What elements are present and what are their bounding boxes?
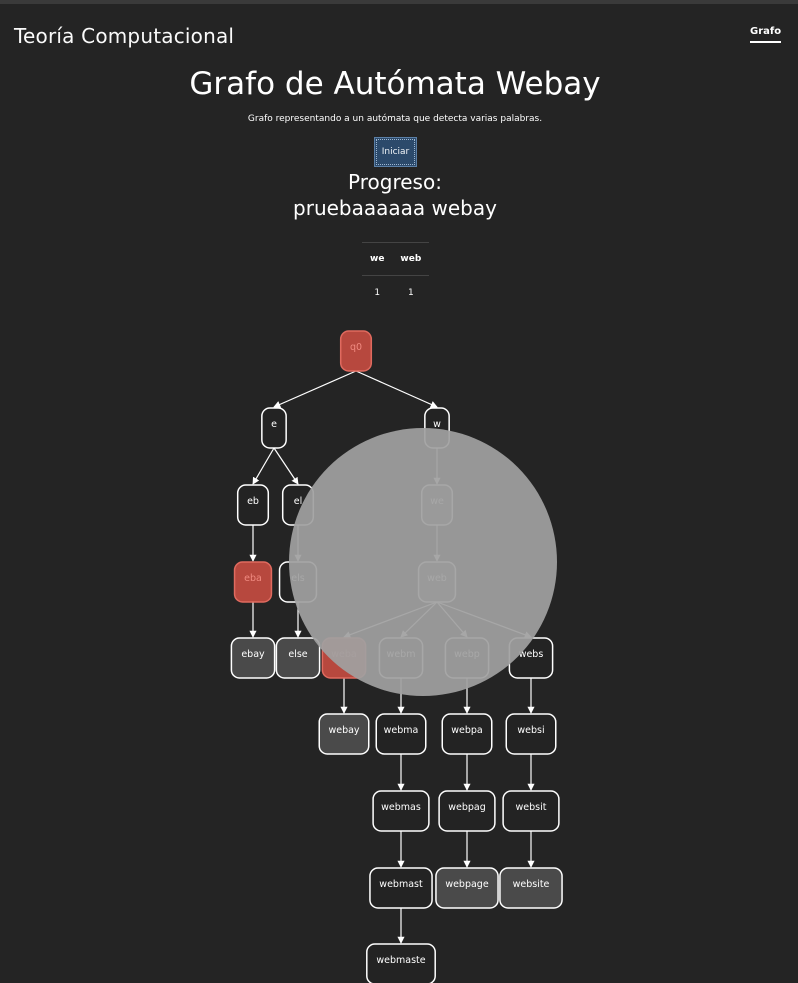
graph-node-e[interactable]: e xyxy=(261,407,287,449)
top-border xyxy=(0,0,798,4)
graph-node-box xyxy=(438,790,496,832)
graph-node-box xyxy=(505,713,557,755)
table-cell-we: 1 xyxy=(374,288,381,298)
graph-node-webpa[interactable]: webpa xyxy=(441,713,493,755)
highlight-overlay xyxy=(289,428,557,696)
graph-node-box xyxy=(502,790,560,832)
graph-node-box xyxy=(435,867,499,909)
graph-node-label: e xyxy=(271,419,277,430)
edge-q0-w xyxy=(355,370,438,408)
graph-node-label: webmast xyxy=(379,879,423,890)
graph-node-label: else xyxy=(288,649,307,660)
graph-node-webay[interactable]: webay xyxy=(318,713,370,755)
page-subtitle: Grafo representando a un autómata que de… xyxy=(247,114,543,124)
table-row: 1 1 xyxy=(362,276,429,311)
graph-node-label: websi xyxy=(517,725,544,736)
graph-node-label: webpag xyxy=(448,802,486,813)
table-cell-web: 1 xyxy=(407,288,414,298)
edge-e-el xyxy=(273,447,299,485)
graph-node-ebay[interactable]: ebay xyxy=(230,637,276,679)
graph-node-label: webmas xyxy=(381,802,421,813)
graph-node-box xyxy=(366,943,436,983)
graph-node-website[interactable]: website xyxy=(499,867,563,909)
graph-node-box xyxy=(339,330,373,372)
graph-node-label: webs xyxy=(519,649,544,660)
graph-node-box xyxy=(372,790,430,832)
graph-node-q0[interactable]: q0 xyxy=(339,330,373,372)
graph-node-label: w xyxy=(433,419,441,430)
graph-node-box xyxy=(233,561,273,603)
graph-node-label: website xyxy=(513,879,550,890)
nav-link-grafo[interactable]: Grafo xyxy=(750,26,782,43)
table-header-row: we web xyxy=(362,242,430,276)
graph-node-webpag[interactable]: webpag xyxy=(438,790,496,832)
graph-node-webmaste[interactable]: webmaste xyxy=(366,943,436,983)
word-count-table: we web 1 1 xyxy=(362,242,430,311)
graph-node-webma[interactable]: webma xyxy=(375,713,427,755)
graph-node-else[interactable]: else xyxy=(275,637,321,679)
table-header-web: web xyxy=(392,242,430,276)
graph-node-label: webpage xyxy=(445,879,489,890)
start-button[interactable]: Iniciar xyxy=(374,137,417,167)
graph-node-webmast[interactable]: webmast xyxy=(369,867,433,909)
graph-node-box xyxy=(236,484,270,526)
graph-node-box xyxy=(375,713,427,755)
graph-node-eba[interactable]: eba xyxy=(233,561,273,603)
graph-node-label: eb xyxy=(247,496,259,507)
graph-node-box xyxy=(441,713,493,755)
graph-node-webpage[interactable]: webpage xyxy=(435,867,499,909)
graph-node-label: webpa xyxy=(451,725,483,736)
graph-node-label: q0 xyxy=(350,342,362,353)
graph-node-websi[interactable]: websi xyxy=(505,713,557,755)
graph-node-box xyxy=(230,637,276,679)
progress-label: Progreso: xyxy=(348,170,442,194)
edge-q0-e xyxy=(273,370,357,408)
graph-node-label: webay xyxy=(328,725,359,736)
table-header-we: we xyxy=(362,242,393,276)
graph-node-webmas[interactable]: webmas xyxy=(372,790,430,832)
graph-node-label: ebay xyxy=(241,649,265,660)
graph-node-box xyxy=(499,867,563,909)
graph-node-box xyxy=(318,713,370,755)
edge-e-eb xyxy=(252,447,275,485)
graph-node-label: el xyxy=(294,496,302,507)
graph-node-label: eba xyxy=(244,573,262,584)
graph-node-box xyxy=(261,407,287,449)
graph-node-box xyxy=(369,867,433,909)
navbar-brand[interactable]: Teoría Computacional xyxy=(14,24,235,48)
graph-node-websit[interactable]: websit xyxy=(502,790,560,832)
graph-node-label: websit xyxy=(516,802,547,813)
page-title: Grafo de Autómata Webay xyxy=(189,66,601,102)
graph-node-eb[interactable]: eb xyxy=(236,484,270,526)
graph-node-label: webma xyxy=(384,725,419,736)
graph-node-box xyxy=(275,637,321,679)
graph-node-label: webmaste xyxy=(376,955,425,966)
progress-input-text: pruebaaaaaa webay xyxy=(293,196,497,220)
